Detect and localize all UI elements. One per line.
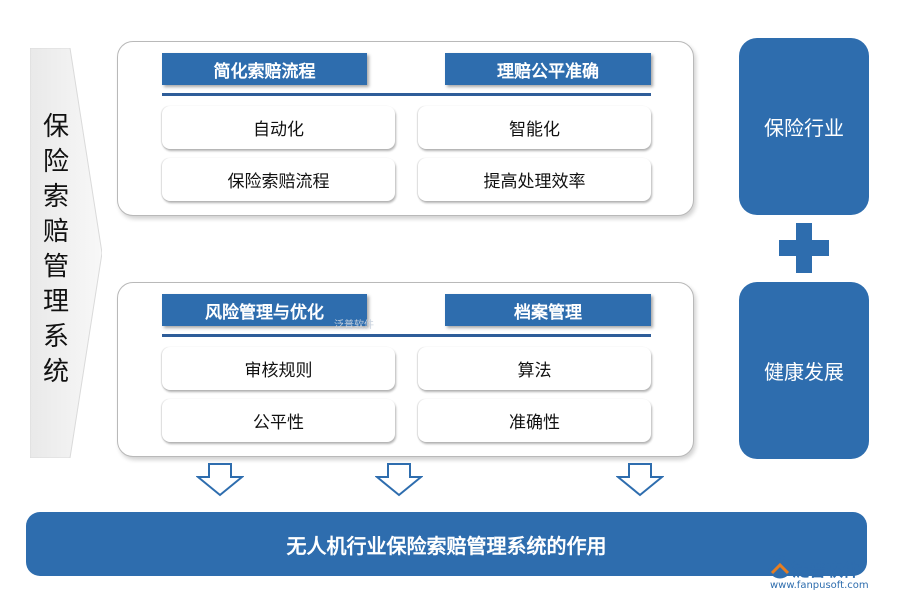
cell-algorithm: 算法 [418,347,651,390]
header-simplify-claims: 简化索赔流程 [162,53,367,85]
header-fair-accurate: 理赔公平准确 [445,53,651,85]
logo-url: www.fanpusoft.com [770,580,869,591]
cell-audit-rules: 审核规则 [162,347,395,390]
top-divider [162,93,651,96]
header-risk-management: 风险管理与优化 [162,294,367,326]
down-arrow-icon [616,463,664,497]
down-arrow-icon [375,463,423,497]
box-healthy-development: 健康发展 [739,282,869,459]
cell-fairness: 公平性 [162,399,395,442]
box-insurance-industry: 保险行业 [739,38,869,215]
cell-claim-process: 保险索赔流程 [162,158,395,201]
down-arrow-icon [196,463,244,497]
cell-intelligent: 智能化 [418,106,651,149]
bottom-summary-bar: 无人机行业保险索赔管理系统的作用 [26,512,867,576]
header-archive-management: 档案管理 [445,294,651,326]
left-vertical-arrow [30,48,102,458]
system-title: 保险索赔管理系统 [42,112,69,387]
cell-automation: 自动化 [162,106,395,149]
plus-icon [779,223,829,273]
cell-accuracy: 准确性 [418,399,651,442]
logo-name: 泛普软件 [792,561,860,581]
watermark: 泛普软件 [334,320,374,331]
bottom-divider [162,334,651,337]
cell-efficiency: 提高处理效率 [418,158,651,201]
logo-icon [768,555,792,579]
